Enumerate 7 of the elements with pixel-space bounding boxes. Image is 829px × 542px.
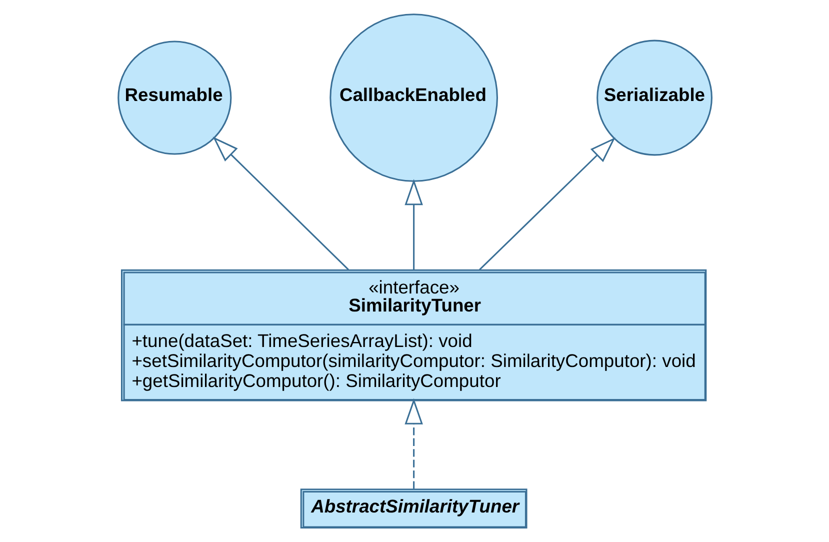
node-circle: Serializable: [596, 40, 712, 156]
arrow: [404, 179, 422, 270]
arrow: [212, 136, 348, 270]
node-circle: CallbackEnabled: [329, 14, 498, 182]
node-circle: Resumable: [117, 40, 232, 155]
arrow: [404, 398, 422, 489]
arrow: [478, 137, 615, 270]
